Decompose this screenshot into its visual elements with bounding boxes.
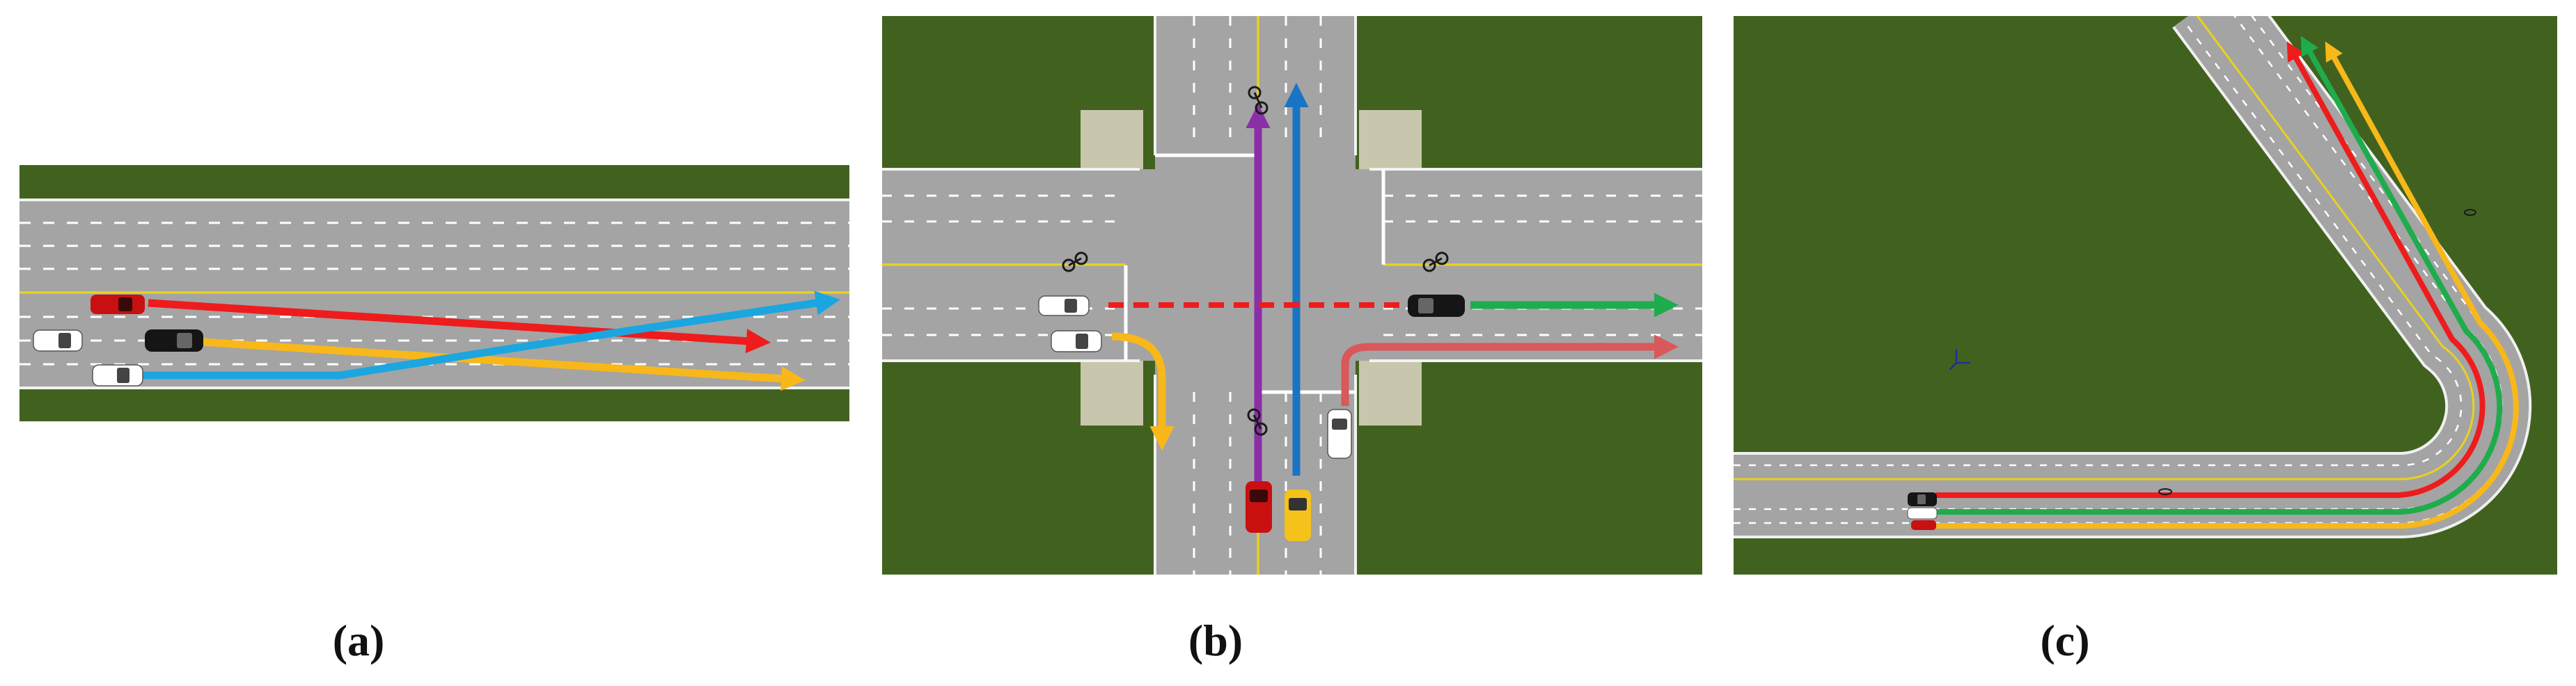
red-trajectory-arrow [1935,41,2485,498]
curved-road-scene-svg [1734,16,2557,575]
blue-trajectory-arrow [141,290,840,380]
red-car-south [1246,481,1272,533]
yellow-taxi-south [1285,490,1311,541]
black-car [1908,492,1937,506]
sidewalk-se [1359,356,1422,426]
cyclist-north [1248,86,1269,115]
sidewalk-ne [1359,110,1422,173]
road-center-line [1734,16,2475,481]
green-trajectory-arrow [1935,36,2503,515]
caption-a: (a) [332,616,385,665]
yellow-trajectory-arrow [1111,332,1175,451]
white-car [1907,507,1938,520]
white-car-south [1327,409,1352,459]
panel-c-curved-road-scene [1734,16,2557,575]
white-car-1 [33,329,83,352]
sidewalk-nw [1081,110,1143,173]
yellow-trajectory-arrow [1935,41,2519,529]
cyclist-east [1422,251,1449,272]
cyclists [1062,86,1449,436]
sidewalk-sw [1081,356,1143,426]
cyclist-south [1247,408,1268,436]
coordinate-axes-icon [1949,349,1970,371]
intersection-scene-svg [882,16,1702,575]
red-car [91,295,145,314]
caption-c: (c) [2040,616,2090,665]
white-car-west-2 [1051,330,1102,352]
white-car-west-1 [1038,295,1090,316]
red-trajectory-arrow [148,299,771,354]
black-car-east [1408,295,1465,317]
panel-a-highway-scene [19,165,849,421]
white-car-2 [92,364,143,387]
small-cyclists [2158,209,2476,495]
pink-trajectory-arrow [1341,334,1679,406]
red-car [1911,520,1936,530]
black-car [145,329,203,352]
cyclist-west [1062,251,1088,272]
yellow-trajectory-arrow [179,336,806,391]
caption-b: (b) [1188,616,1243,665]
panel-b-intersection-scene [882,16,1702,575]
highway-scene-svg [19,165,849,421]
